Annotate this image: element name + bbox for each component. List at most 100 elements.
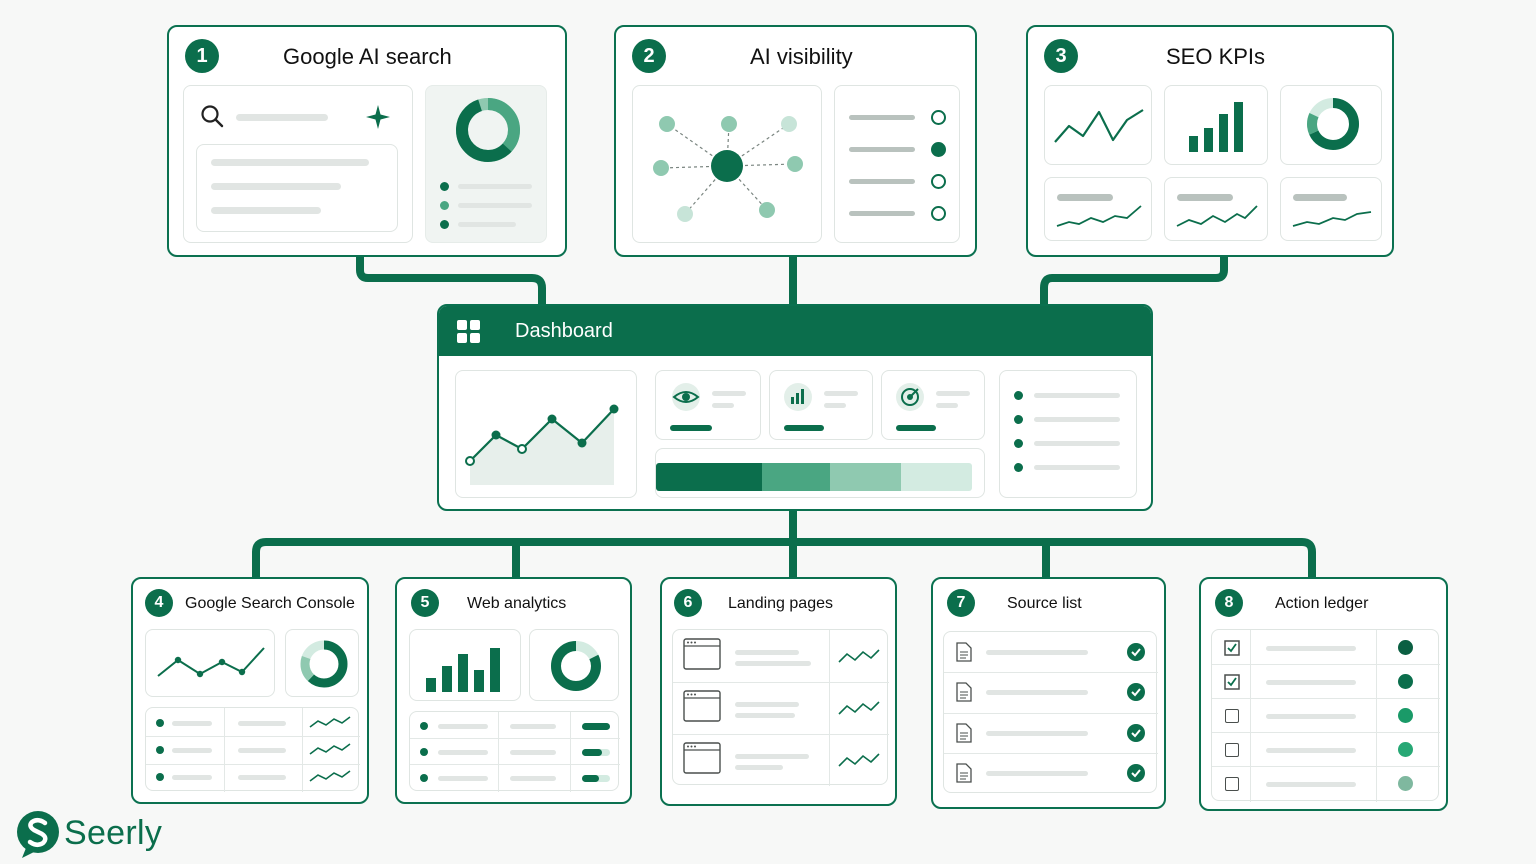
search-query-placeholder xyxy=(236,114,328,121)
trend-sparkline-icon xyxy=(1292,211,1372,227)
browser-window-icon xyxy=(683,742,721,774)
bar-chart-icon xyxy=(426,648,500,692)
legend-dot xyxy=(440,201,449,210)
step-number-5: 5 xyxy=(411,589,439,617)
metric-tile-views[interactable] xyxy=(655,370,761,440)
radio-icon-selected[interactable] xyxy=(931,142,946,157)
metric-tile-goals[interactable] xyxy=(881,370,985,440)
legend-dot xyxy=(440,182,449,191)
status-dot xyxy=(1398,708,1413,723)
radio-list-panel xyxy=(834,85,960,243)
checkbox-icon[interactable] xyxy=(1225,709,1239,723)
gsc-table xyxy=(145,707,360,792)
progress-panel xyxy=(655,448,985,498)
legend-dot xyxy=(440,220,449,229)
document-icon xyxy=(956,723,972,743)
kpi-tile xyxy=(1280,177,1382,241)
donut-chart-icon xyxy=(551,641,601,691)
kpi-tile xyxy=(1164,177,1268,241)
radio-icon[interactable] xyxy=(931,174,946,189)
step-number-6: 6 xyxy=(674,589,702,617)
step-number-8: 8 xyxy=(1215,589,1243,617)
card-title: Google Search Console xyxy=(185,595,355,612)
card-title: Landing pages xyxy=(728,595,833,612)
metric-tile-clicks[interactable] xyxy=(769,370,873,440)
checkbox-checked-icon[interactable] xyxy=(1224,674,1240,690)
step-number-1: 1 xyxy=(185,39,219,73)
check-circle-icon xyxy=(1127,764,1145,782)
card-seo-kpis[interactable]: 3 SEO KPIs xyxy=(1026,25,1394,257)
checkbox-checked-icon[interactable] xyxy=(1224,640,1240,656)
source-list-rows xyxy=(943,631,1158,793)
check-circle-icon xyxy=(1127,683,1145,701)
status-dot xyxy=(1398,776,1413,791)
target-icon xyxy=(896,383,924,411)
search-icon xyxy=(201,105,224,128)
document-icon xyxy=(956,763,972,783)
action-ledger-table xyxy=(1211,629,1440,802)
card-title: AI visibility xyxy=(750,44,853,69)
card-google-search-console[interactable]: 4 Google Search Console xyxy=(131,577,369,804)
checkbox-icon[interactable] xyxy=(1225,743,1239,757)
line-chart-icon xyxy=(157,647,265,678)
card-web-analytics[interactable]: 5 Web analytics xyxy=(395,577,632,804)
trend-sparkline-icon xyxy=(838,701,880,715)
card-source-list[interactable]: 7 Source list xyxy=(931,577,1166,809)
status-dot xyxy=(1398,742,1413,757)
network-panel xyxy=(632,85,822,243)
progress-bar xyxy=(582,749,610,756)
dashboard-header: Dashboard xyxy=(439,306,1151,356)
step-number-2: 2 xyxy=(632,39,666,73)
bar-chart-icon xyxy=(784,383,812,411)
browser-window-icon xyxy=(683,638,721,670)
donut-chart-icon xyxy=(456,98,520,162)
progress-bar xyxy=(582,723,610,730)
grid-icon xyxy=(457,320,481,344)
sparkle-icon xyxy=(366,105,390,129)
dashboard-panel[interactable]: Dashboard xyxy=(437,304,1153,511)
document-icon xyxy=(956,642,972,662)
card-title: Action ledger xyxy=(1275,595,1369,612)
table-row xyxy=(420,722,428,730)
card-title: Google AI search xyxy=(283,44,452,69)
card-title: Source list xyxy=(1007,595,1082,612)
trend-sparkline-icon xyxy=(838,753,880,767)
gsc-line-chart xyxy=(145,629,275,697)
card-google-ai-search[interactable]: 1 Google AI search xyxy=(167,25,567,257)
trend-sparkline-icon xyxy=(1176,205,1258,227)
card-title: Web analytics xyxy=(467,595,567,612)
trend-sparkline-icon xyxy=(838,649,880,663)
card-action-ledger[interactable]: 8 Action ledger xyxy=(1199,577,1448,811)
checkbox-icon[interactable] xyxy=(1225,777,1239,791)
card-landing-pages[interactable]: 6 Landing pages xyxy=(660,577,897,806)
radio-icon[interactable] xyxy=(931,110,946,125)
line-chart-icon xyxy=(1054,109,1144,143)
analytics-donut xyxy=(529,629,619,701)
radio-icon[interactable] xyxy=(931,206,946,221)
brand-name: Seerly xyxy=(64,814,163,852)
status-dot xyxy=(1398,674,1413,689)
donut-chart-icon xyxy=(300,640,348,688)
kpi-tile xyxy=(1164,85,1268,165)
landing-pages-list xyxy=(672,629,889,786)
share-panel xyxy=(425,85,547,243)
dashboard-line-chart xyxy=(455,370,637,498)
progress-bar xyxy=(582,775,610,782)
table-row xyxy=(156,719,164,727)
trend-sparkline-icon xyxy=(309,743,351,755)
analytics-table xyxy=(409,711,620,792)
dashboard-title: Dashboard xyxy=(515,320,613,342)
kpi-tile xyxy=(1044,85,1152,165)
step-number-7: 7 xyxy=(947,589,975,617)
check-circle-icon xyxy=(1127,643,1145,661)
list-bullet xyxy=(1014,463,1023,472)
segmented-progress-bar xyxy=(656,463,972,491)
card-ai-visibility[interactable]: 2 AI visibility xyxy=(614,25,977,257)
gsc-donut xyxy=(285,629,359,697)
check-circle-icon xyxy=(1127,724,1145,742)
kpi-tile xyxy=(1044,177,1152,241)
eye-icon xyxy=(672,383,700,411)
card-title: SEO KPIs xyxy=(1166,44,1266,69)
seerly-logo-icon xyxy=(17,811,59,858)
